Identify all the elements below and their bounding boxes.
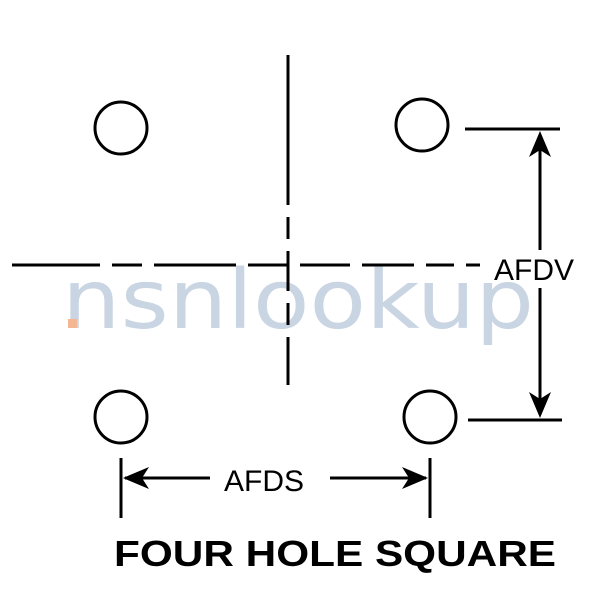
- vertical-dimension-label: AFDV: [494, 254, 574, 287]
- horizontal-dimension-label: AFDS: [224, 465, 304, 498]
- arrowhead-right: [402, 467, 428, 489]
- vertical-dimension: [465, 127, 562, 422]
- centerlines: [12, 55, 480, 385]
- arrowhead-down: [529, 392, 551, 418]
- watermark-dot: [68, 319, 77, 328]
- hole-top-left: [93, 100, 149, 156]
- watermark: nsnlookup: [62, 253, 534, 348]
- hole-bottom-right: [402, 389, 458, 445]
- arrowhead-up: [529, 131, 551, 157]
- arrowhead-left: [123, 467, 149, 489]
- diagram-title: FOUR HOLE SQUARE: [114, 533, 556, 574]
- watermark-text: nsnlookup: [62, 253, 534, 348]
- hole-bottom-left: [93, 389, 149, 445]
- hole-top-right: [394, 97, 450, 153]
- holes: [93, 97, 458, 445]
